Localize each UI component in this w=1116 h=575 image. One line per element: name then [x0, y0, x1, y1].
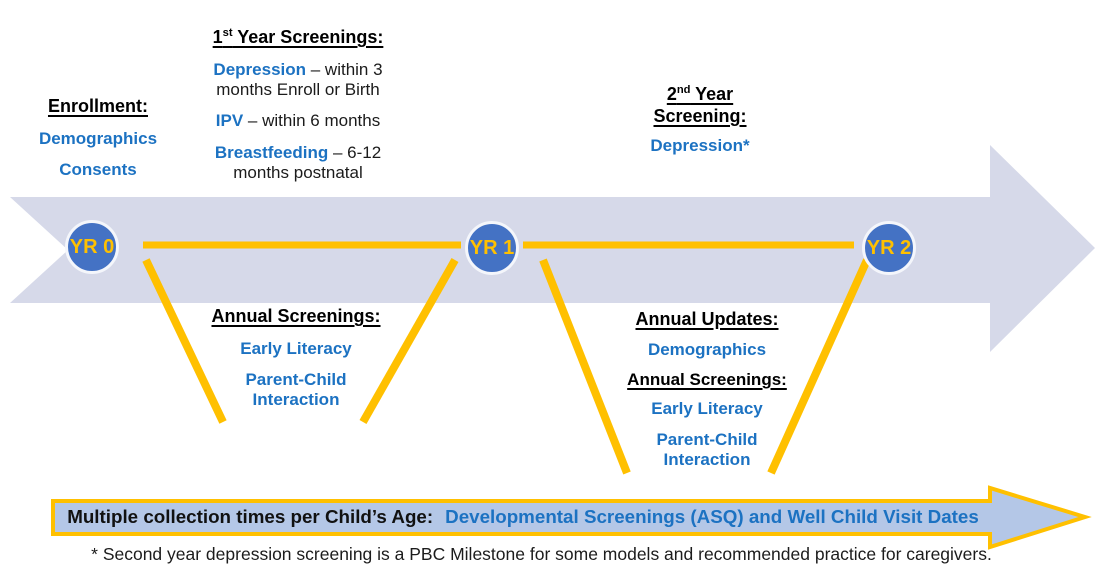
enrollment-header: Enrollment:	[47, 96, 148, 116]
enrollment-item: Consents	[59, 159, 137, 179]
update-item: Demographics	[647, 339, 767, 359]
funnel1-right-line	[359, 258, 459, 424]
screening-item: Early Literacy	[651, 399, 763, 419]
enrollment-block: Enrollment: Demographics Consents	[18, 96, 178, 180]
annual-updates-yr2-block: Annual Updates: Demographics Annual Scre…	[622, 309, 792, 471]
first-year-screenings-block: 1st Year Screenings: Depression – within…	[196, 27, 400, 184]
screening-item: Depression*	[650, 136, 750, 156]
annual-screenings-header: Annual Screenings:	[211, 306, 381, 326]
screening-item: Early Literacy	[240, 338, 352, 358]
year-marker-yr1-label: YR 1	[469, 236, 515, 259]
screening-item: Depression – within 3 months Enroll or B…	[213, 59, 383, 99]
funnel1-left-line	[142, 258, 227, 424]
screening-item: Parent-Child Interaction	[245, 369, 347, 410]
screening-item: Parent-Child Interaction	[656, 429, 758, 470]
screening-item: IPV – within 6 months	[215, 111, 381, 131]
collection-times-bar-label: Multiple collection times per Child’s Ag…	[56, 506, 990, 528]
funnel2-right-line	[767, 258, 871, 475]
footnote: * Second year depression screening is a …	[91, 544, 992, 564]
year-marker-yr2: YR 2	[862, 221, 916, 275]
year-marker-yr0: YR 0	[65, 220, 119, 274]
year-marker-yr0-label: YR 0	[69, 235, 115, 258]
first-year-header: 1st Year Screenings:	[212, 27, 384, 47]
collection-times-label-black: Multiple collection times per Child’s Ag…	[67, 506, 434, 527]
year-marker-yr1: YR 1	[465, 221, 519, 275]
second-year-header-line2: Screening:	[653, 105, 747, 126]
annual-screenings-yr1-block: Annual Screenings: Early Literacy Parent…	[211, 306, 381, 411]
annual-screenings-header: Annual Screenings:	[627, 369, 787, 389]
funnel2-left-line	[539, 258, 631, 475]
screening-item: Breastfeeding – 6-12 months postnatal	[214, 142, 382, 183]
year-marker-yr2-label: YR 2	[866, 236, 912, 259]
second-year-screening-block: 2nd Year Screening: Depression*	[615, 84, 785, 157]
annual-updates-header: Annual Updates:	[635, 309, 779, 329]
collection-times-label-blue: Developmental Screenings (ASQ) and Well …	[445, 506, 979, 527]
enrollment-item: Demographics	[38, 128, 158, 148]
bottom-arrow-bar	[51, 485, 1092, 550]
second-year-header-line1: 2nd Year	[666, 84, 734, 104]
